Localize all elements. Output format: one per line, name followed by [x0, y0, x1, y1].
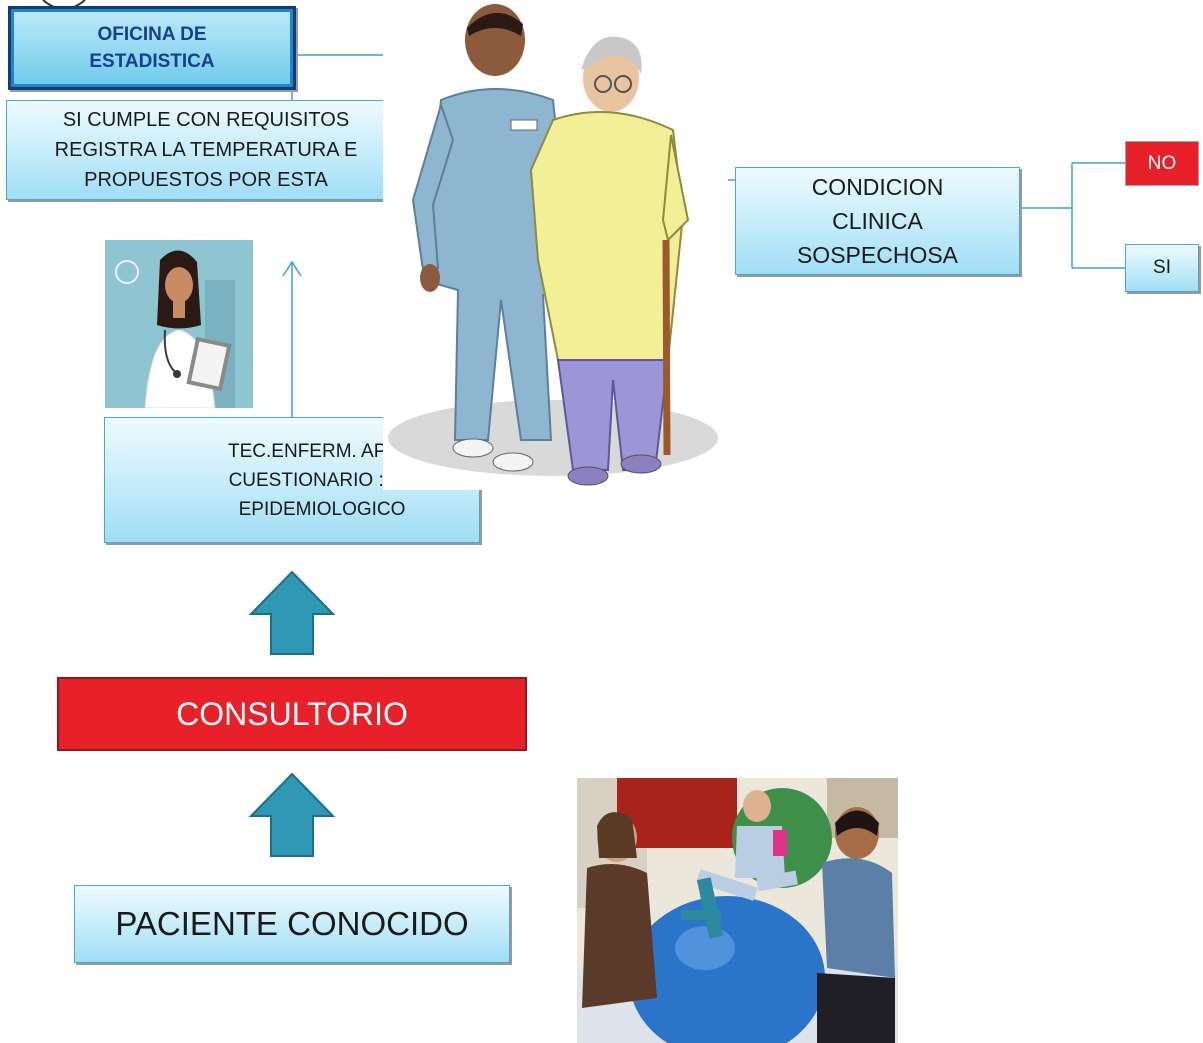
- condition-line1: CONDICION: [811, 174, 944, 200]
- clinical-condition-box: CONDICION CLINICA SOSPECHOSA: [735, 167, 1020, 275]
- requirements-line1: SI CUMPLE CON REQUISITOS: [62, 109, 350, 131]
- therapy-photo: [577, 778, 898, 1043]
- known-patient-label: PACIENTE CONOCIDO: [115, 905, 469, 942]
- requirements-box: SI CUMPLE CON REQUISITOS REGISTRA LA TEM…: [6, 100, 396, 200]
- caregiver-elderly-illustration: [383, 0, 728, 490]
- requirements-line3: PROPUESTOS POR ESTA: [84, 169, 328, 191]
- nurse-line3: EPIDEMIOLOGICO: [238, 498, 406, 520]
- condition-line2: CLINICA: [832, 208, 923, 234]
- nurse-line2: CUESTIONARIO : NE: [228, 469, 416, 491]
- connector-arrowhead: [282, 260, 302, 277]
- option-si-box: SI: [1125, 244, 1199, 292]
- condition-line3: SOSPECHOSA: [796, 242, 959, 268]
- option-no-box: NO: [1125, 141, 1199, 186]
- doctor-illustration: [105, 240, 253, 408]
- consultorio-label: CONSULTORIO: [176, 695, 408, 732]
- up-arrow-bottom: [248, 772, 336, 857]
- statistics-office-line1: OFICINA DE: [97, 24, 207, 45]
- known-patient-box: PACIENTE CONOCIDO: [74, 885, 510, 963]
- up-arrow-top: [248, 570, 336, 655]
- statistics-office-box: OFICINA DE ESTADISTICA: [8, 6, 296, 90]
- consultorio-box: CONSULTORIO: [57, 677, 527, 751]
- option-no-label: NO: [1147, 152, 1177, 174]
- requirements-line2: REGISTRA LA TEMPERATURA E: [54, 139, 358, 161]
- statistics-office-line2: ESTADISTICA: [89, 51, 215, 72]
- option-si-label: SI: [1153, 257, 1171, 278]
- nurse-line1: TEC.ENFERM. APLIC: [228, 440, 416, 462]
